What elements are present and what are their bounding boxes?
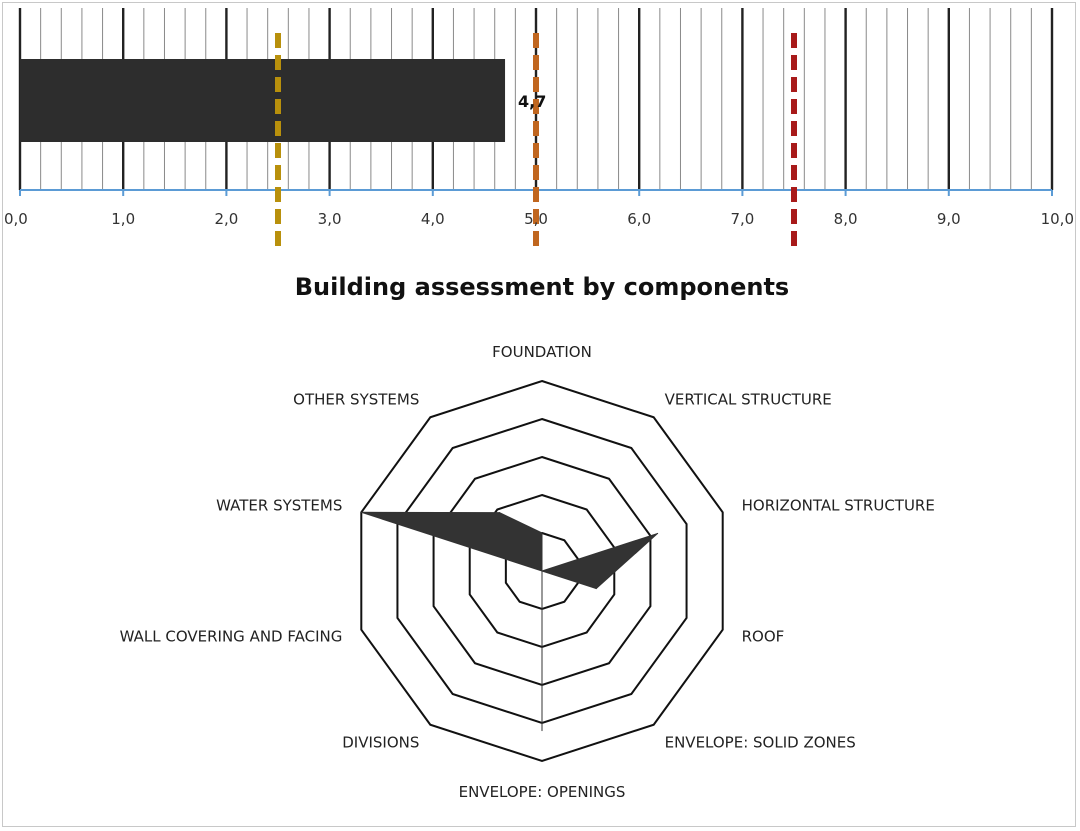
radar-chart-category-labels: FOUNDATION VERTICAL STRUCTURE HORIZONTAL S…: [120, 343, 935, 801]
radar-category-label: VERTICAL STRUCTURE: [665, 390, 832, 408]
radar-data-point: [657, 532, 659, 534]
radar-data-point: [541, 532, 543, 534]
bar-data-label: 4,7: [518, 92, 546, 111]
radar-category-label: WATER SYSTEMS: [216, 496, 342, 514]
radar-data-point: [360, 511, 362, 513]
bar-chart: 0,0 1,0 2,0 3,0 4,0 5,0 6,0 7,0 8,0 9,0 10,0 4,7: [4, 8, 1074, 246]
radar-data-point: [499, 512, 501, 514]
bar-chart-bars: [20, 59, 506, 142]
x-tick-label: 6,0: [627, 210, 651, 228]
radar-category-label: ROOF: [742, 628, 785, 646]
radar-chart-title: Building assessment by components: [295, 273, 789, 301]
radar-chart: FOUNDATION VERTICAL STRUCTURE HORIZONTAL S…: [120, 343, 935, 801]
x-tick-label: 8,0: [834, 210, 858, 228]
bar: [20, 59, 506, 142]
radar-category-label: ENVELOPE: OPENINGS: [459, 783, 626, 801]
radar-category-label: ENVELOPE: SOLID ZONES: [665, 734, 856, 752]
radar-series-area: [361, 511, 658, 731]
radar-data-point: [595, 588, 597, 590]
x-tick-label: 1,0: [111, 210, 135, 228]
radar-data-point: [541, 730, 543, 732]
radar-chart-series: [360, 511, 659, 732]
radar-category-label: FOUNDATION: [492, 343, 592, 361]
x-tick-label: 5,0: [524, 210, 548, 228]
bar-chart-reference-lines: [275, 33, 797, 246]
radar-category-label: DIVISIONS: [342, 734, 419, 752]
x-tick-label: 3,0: [318, 210, 342, 228]
x-tick-label: 10,0: [1041, 210, 1074, 228]
radar-category-label: WALL COVERING AND FACING: [120, 628, 343, 646]
radar-data-point: [541, 570, 543, 572]
radar-ring: [360, 379, 724, 763]
radar-category-label: HORIZONTAL STRUCTURE: [742, 496, 935, 514]
x-tick-label: 4,0: [421, 210, 445, 228]
x-tick-label: 2,0: [214, 210, 238, 228]
x-tick-label: 0,0: [4, 210, 28, 228]
bar-chart-tick-labels: 0,0 1,0 2,0 3,0 4,0 5,0 6,0 7,0 8,0 9,0 10,0: [4, 210, 1074, 228]
x-tick-label: 7,0: [730, 210, 754, 228]
x-tick-label: 9,0: [937, 210, 961, 228]
radar-category-label: OTHER SYSTEMS: [293, 390, 419, 408]
